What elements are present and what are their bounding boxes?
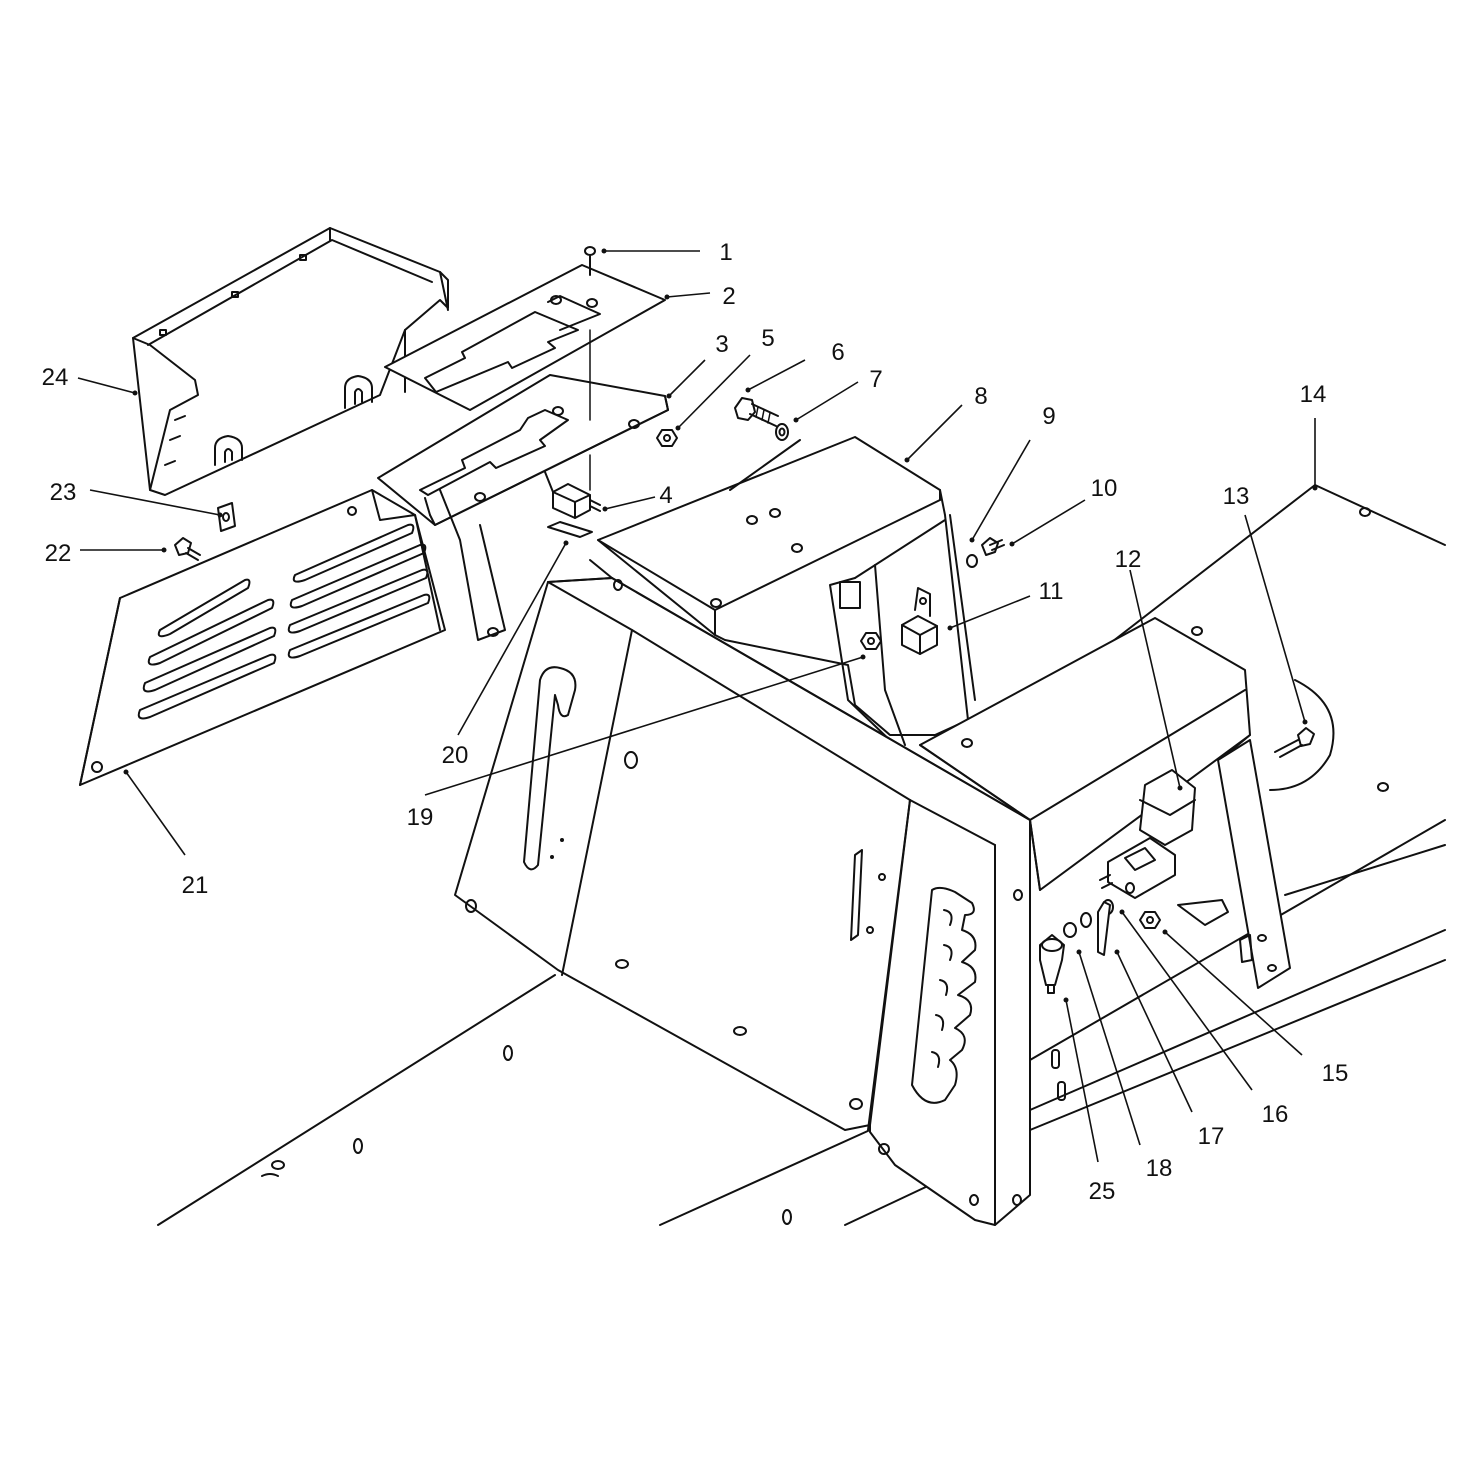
leader-lines bbox=[77, 248, 1318, 1163]
callout-25: 25 bbox=[1089, 1178, 1116, 1205]
callout-18: 18 bbox=[1146, 1155, 1173, 1182]
callout-15: 15 bbox=[1322, 1060, 1349, 1087]
callout-20: 20 bbox=[442, 742, 469, 769]
base-frame bbox=[157, 819, 1446, 1226]
callout-22: 22 bbox=[45, 540, 72, 567]
callout-14: 14 bbox=[1300, 381, 1327, 408]
callout-2: 2 bbox=[722, 283, 735, 310]
callout-5: 5 bbox=[761, 325, 774, 352]
callout-9: 9 bbox=[1042, 403, 1055, 430]
callout-17: 17 bbox=[1198, 1123, 1225, 1150]
washer-part-9 bbox=[966, 554, 978, 568]
nut-part-15 bbox=[1139, 911, 1161, 929]
callout-7: 7 bbox=[869, 366, 882, 393]
callout-1: 1 bbox=[719, 239, 732, 266]
nut-part-19 bbox=[860, 632, 882, 650]
clip-part-23 bbox=[217, 502, 236, 532]
bracket-strip-part-20 bbox=[547, 521, 593, 538]
callout-10: 10 bbox=[1091, 475, 1118, 502]
callout-3: 3 bbox=[715, 331, 728, 358]
callout-12: 12 bbox=[1115, 546, 1142, 573]
callout-24: 24 bbox=[42, 364, 69, 391]
callout-11: 11 bbox=[1039, 578, 1064, 605]
callout-23: 23 bbox=[50, 479, 77, 506]
center-housing bbox=[597, 436, 976, 746]
screw-part-22 bbox=[174, 537, 201, 561]
washer-part-18 bbox=[1063, 912, 1092, 938]
screw-part-13 bbox=[1274, 727, 1315, 758]
callout-16: 16 bbox=[1262, 1101, 1289, 1128]
shift-decal bbox=[384, 264, 666, 411]
bolt-part-6 bbox=[734, 397, 779, 427]
shift-plate bbox=[377, 374, 669, 526]
screw-part-10 bbox=[981, 537, 1005, 556]
nut-part-5 bbox=[656, 429, 678, 447]
callout-21: 21 bbox=[182, 872, 209, 899]
callout-6: 6 bbox=[831, 339, 844, 366]
washer-part-7 bbox=[775, 423, 789, 441]
relay-part-11 bbox=[901, 587, 938, 655]
knob-part-25 bbox=[1039, 934, 1065, 994]
callout-4: 4 bbox=[659, 482, 672, 509]
switch-part-4 bbox=[544, 471, 601, 519]
louvered-panel bbox=[79, 489, 506, 786]
callout-8: 8 bbox=[974, 383, 987, 410]
callout-labels: 1 2 3 4 5 6 7 8 9 10 11 12 13 14 15 16 1… bbox=[42, 239, 1349, 1205]
screw-part-1 bbox=[584, 246, 596, 491]
callout-19: 19 bbox=[407, 804, 434, 831]
callout-13: 13 bbox=[1223, 483, 1250, 510]
terminal-part-17 bbox=[1097, 901, 1111, 956]
front-side-panel bbox=[454, 559, 1066, 1226]
console-shroud bbox=[132, 227, 449, 496]
